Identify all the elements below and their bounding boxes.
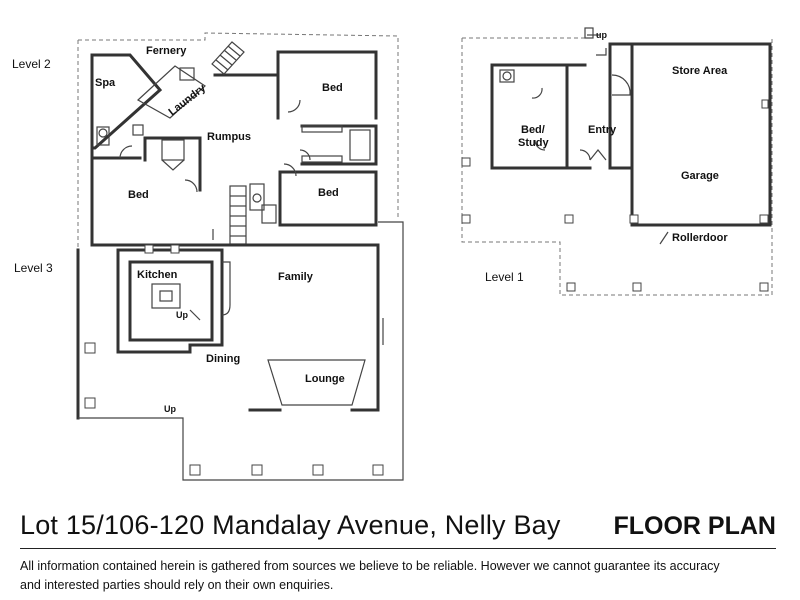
upper-levels-plan: Fernery Spa Laundry Bed Rumpus Bed Bed K…	[12, 32, 404, 481]
label-bed-left: Bed	[128, 189, 149, 201]
label-up-dining: Up	[164, 404, 176, 414]
label-bed-mid: Bed	[318, 187, 339, 199]
label-level-3: Level 3	[14, 261, 53, 275]
label-rumpus: Rumpus	[207, 131, 251, 143]
disclaimer: All information contained herein is gath…	[20, 557, 780, 595]
posts-level3	[84, 244, 384, 476]
floor-plan-drawing: Fernery Spa Laundry Bed Rumpus Bed Bed K…	[12, 27, 773, 481]
label-garage: Garage	[681, 170, 719, 182]
label-fernery: Fernery	[146, 45, 187, 57]
label-level-2: Level 2	[12, 57, 51, 71]
property-address: Lot 15/106-120 Mandalay Avenue, Nelly Ba…	[20, 510, 561, 540]
label-bed-study-1: Bed/	[521, 124, 545, 136]
label-spa: Spa	[95, 77, 116, 89]
label-rollerdoor: Rollerdoor	[672, 232, 728, 244]
label-entry: Entry	[588, 124, 617, 136]
label-bed-top: Bed	[322, 82, 343, 94]
label-laundry: Laundry	[166, 82, 208, 119]
label-level-1: Level 1	[485, 270, 524, 284]
floor-plan-heading: FLOOR PLAN	[613, 512, 777, 540]
label-up-level1: up	[596, 30, 607, 40]
footer-divider	[20, 548, 776, 549]
stairs-fernery	[211, 41, 245, 75]
label-dining: Dining	[206, 353, 240, 365]
label-lounge: Lounge	[305, 373, 345, 385]
posts-level1	[461, 99, 769, 292]
label-family: Family	[278, 271, 314, 283]
disclaimer-line-2: and interested parties should rely on th…	[20, 578, 334, 592]
label-up-kitchen: Up	[176, 310, 188, 320]
label-store-area: Store Area	[672, 65, 728, 77]
disclaimer-line-1: All information contained herein is gath…	[20, 559, 720, 573]
level-1-plan: Bed/ Study Entry Store Area Garage Rolle…	[461, 27, 773, 296]
stairs-internal	[229, 185, 247, 245]
label-bed-study-2: Study	[518, 137, 549, 149]
label-kitchen: Kitchen	[137, 269, 178, 281]
